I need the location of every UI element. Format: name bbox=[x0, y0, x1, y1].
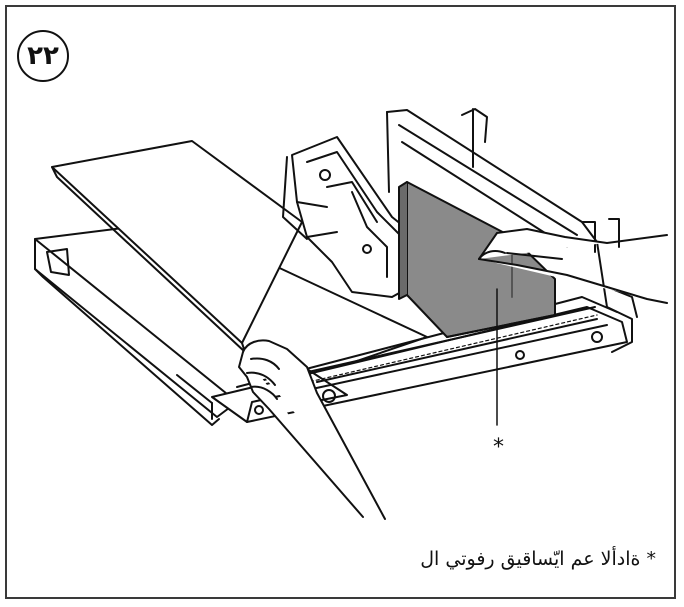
callout-marker: * bbox=[493, 435, 504, 460]
step-number-badge: ٢٢ bbox=[17, 30, 69, 82]
table-saw-illustration bbox=[34, 108, 668, 520]
blade-guard bbox=[282, 136, 420, 298]
figure-caption: * ةادألا عم ايّساقيق رفوتي ال bbox=[420, 548, 656, 570]
right-hand bbox=[478, 228, 668, 304]
step-number-text: ٢٢ bbox=[27, 41, 59, 71]
workpiece bbox=[398, 181, 556, 338]
left-hand bbox=[238, 339, 386, 520]
saw-chassis bbox=[386, 108, 638, 353]
figure-frame: ٢٢ * * ةادألا عم ايّساقيق رفوتي ال bbox=[5, 5, 676, 599]
